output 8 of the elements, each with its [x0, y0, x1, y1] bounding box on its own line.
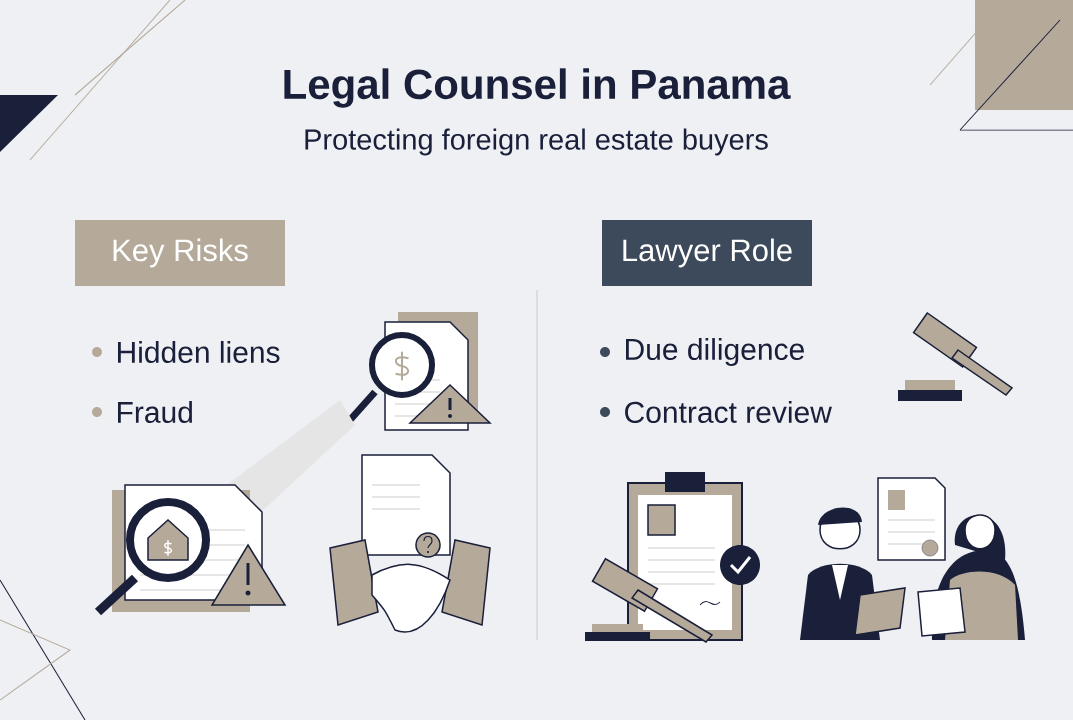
- title: Legal Counsel in Panama: [284, 68, 791, 108]
- bullet-item: Fraud: [92, 401, 192, 424]
- bullet-item: Contract review: [600, 401, 832, 424]
- header-box: Key Risks: [75, 220, 285, 286]
- bullet-item: Hidden liens: [92, 341, 280, 364]
- bullet-item: Due diligence: [600, 338, 804, 366]
- header-box: Lawyer Role: [602, 220, 812, 286]
- subtitle: Protecting foreign real estate buyers: [305, 128, 768, 156]
